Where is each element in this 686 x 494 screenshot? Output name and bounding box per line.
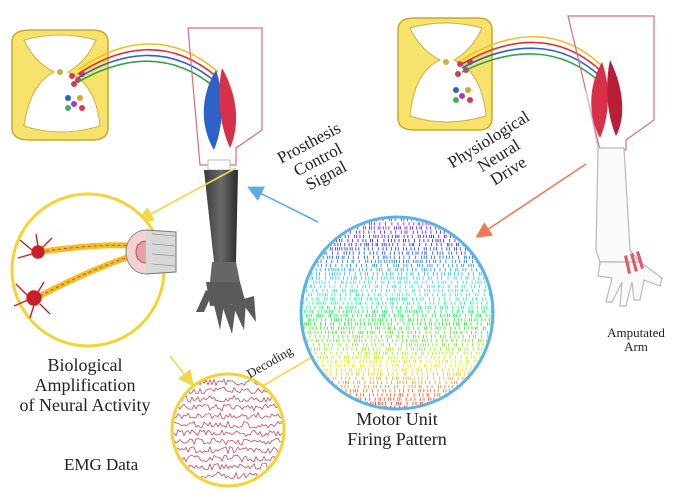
label-line: Arm	[624, 339, 648, 355]
neuron-cell-top	[17, 233, 53, 259]
arrow-amplification-to-emg	[169, 355, 194, 387]
emg-trace	[172, 394, 284, 404]
emg-circle	[170, 372, 286, 488]
raster-row	[303, 326, 492, 330]
label-line: Motor Unit	[356, 409, 438, 429]
left-spinal-cord	[11, 29, 109, 141]
emg-trace	[172, 428, 284, 437]
raster-row	[301, 263, 493, 268]
arrow-arm-to-amplification	[137, 167, 237, 222]
prosthetic-arm	[196, 159, 256, 334]
muscle-fiber-bundle	[125, 229, 177, 275]
biological-amplification-label: Biological Amplification of Neural Activ…	[2, 355, 168, 415]
emg-trace	[172, 403, 284, 412]
neuron-cell-bottom	[13, 281, 51, 319]
motor-unit-firing-pattern-label: Motor Unit Firing Pattern	[322, 409, 472, 450]
arrow-neural-drive	[475, 163, 587, 238]
raster-row	[302, 385, 493, 389]
amputated-arm-muscle-marks	[624, 251, 644, 274]
raster-row	[301, 314, 491, 318]
arrow-prosthesis-control	[247, 186, 319, 223]
left-nerve-bundle	[77, 43, 219, 91]
prosthetic-hand	[196, 282, 256, 334]
raster-row	[303, 322, 491, 326]
label-line: Biological	[47, 355, 123, 375]
emg-trace	[172, 437, 284, 446]
emg-data-label: EMG Data	[64, 455, 139, 474]
emg-trace	[172, 420, 284, 429]
amplification-circle	[10, 192, 177, 348]
label-line: Amplification	[34, 374, 136, 395]
right-spinal-cord	[397, 17, 493, 131]
emg-trace	[172, 411, 284, 420]
raster-row	[303, 301, 488, 305]
label-line: of Neural Activity	[19, 394, 151, 415]
emg-trace	[172, 454, 284, 463]
emg-trace	[172, 445, 284, 455]
raster-row	[304, 309, 492, 314]
amputated-arm-label: Amputated Arm	[596, 325, 676, 355]
raster-row	[301, 339, 493, 343]
label-line: Amputated	[607, 325, 665, 340]
left-muscles	[203, 68, 237, 150]
left-upper-arm-outline	[187, 27, 263, 166]
label-line: Firing Pattern	[347, 428, 447, 449]
right-muscles	[591, 60, 623, 138]
right-nerve-bundle	[461, 36, 603, 85]
firing-pattern-circle	[299, 215, 495, 411]
